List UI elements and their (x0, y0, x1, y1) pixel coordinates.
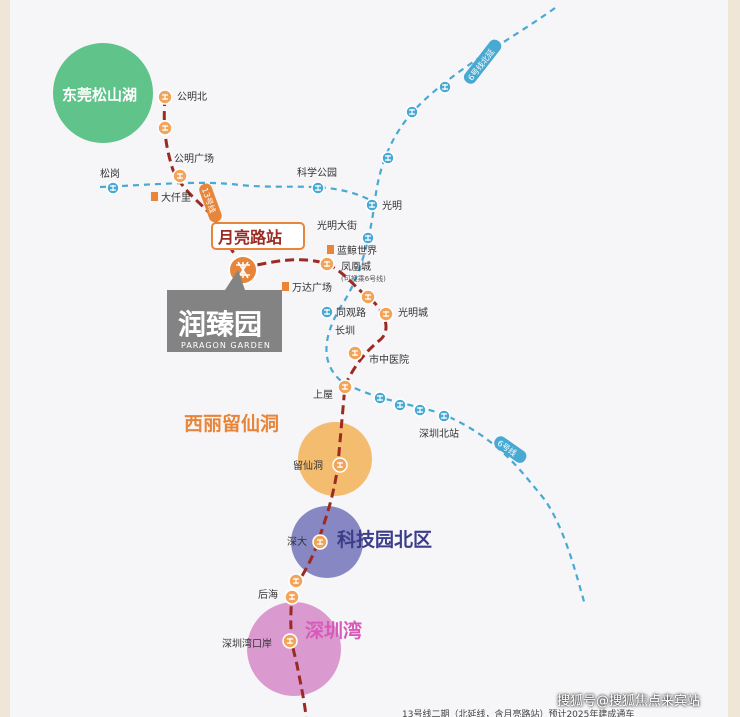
highlight-station-tag (211, 222, 305, 250)
metro-station-icon (381, 151, 395, 165)
watermark: 搜狐号@搜狐焦点来宾站 (557, 694, 701, 709)
xili-area-circle (298, 422, 372, 496)
line-label-badge (494, 436, 527, 463)
metro-station-icon (311, 181, 325, 195)
poi-building-icon (282, 282, 289, 291)
metro-station-icon (347, 345, 363, 361)
poi-label-fish-world: 蓝鲸世界 (337, 244, 377, 257)
station-label-liuxiandong: 留仙洞 (293, 459, 323, 472)
metro-station-icon (438, 80, 452, 94)
poi-building-icon (151, 192, 158, 201)
metro-station-icon (437, 409, 451, 423)
line6-dashed-track (325, 7, 587, 606)
metro-station-icon (393, 398, 407, 412)
metro-station-icon (157, 89, 173, 105)
metro-station-icon (284, 589, 300, 605)
station-label-guangming: 光明 (382, 199, 402, 212)
metro-station-icon (288, 573, 304, 589)
area-label-xili: 西丽留仙洞 (184, 412, 279, 435)
metro-station-icon (320, 305, 334, 319)
station-label-science-park: 科学公园 (297, 166, 337, 179)
station-note-fenghuang: (可换乘6号线) (341, 274, 386, 283)
station-label-hospital: 市中医院 (369, 353, 409, 366)
station-label-shenda: 深大 (287, 535, 307, 548)
metro-station-icon (337, 379, 353, 395)
station-label-guangming-street: 光明大街 (317, 219, 357, 232)
project-label-box (167, 290, 282, 352)
metro-station-icon (312, 534, 328, 550)
metro-station-icon (365, 198, 379, 212)
station-label-tongguan: 同观路 (336, 306, 366, 319)
metro-station-icon (106, 181, 120, 195)
project-name-cn: 润臻园 (178, 308, 262, 341)
poi-label-daqianli: 大仟里 (161, 191, 191, 204)
station-label-gongming-plaza: 公明广场 (174, 152, 214, 165)
metro-station-icon (157, 120, 173, 136)
bottom-note: 13号线二期（北延线，含月亮路站）预计2025年建成通车 (402, 710, 635, 717)
station-label-bay-port: 深圳湾口岸 (222, 637, 272, 650)
metro-station-icon (361, 231, 375, 245)
project-label-pointer (225, 270, 245, 290)
area-label-shenzhen-bay: 深圳湾 (305, 619, 362, 642)
poi-building-icon (327, 245, 334, 254)
station-label-guangmingcheng: 光明城 (398, 306, 428, 319)
highlight-station-label: 月亮路站 (217, 228, 282, 247)
project-name-en: PARAGON GARDEN (181, 341, 271, 350)
area-label-tech-park: 科技园北区 (337, 528, 432, 551)
station-label-gongmingbei: 公明北 (177, 91, 207, 103)
station-label-fenghuang: 凤凰城 (341, 261, 371, 273)
station-label-houhai: 后海 (258, 588, 278, 601)
line-label-badge (199, 183, 222, 223)
metro-station-icon (282, 633, 298, 649)
metro-station-icon (332, 457, 348, 473)
station-label-songgang: 松岗 (100, 167, 120, 180)
metro-station-icon (360, 289, 376, 305)
area-label-dongguan: 东莞松山湖 (62, 86, 137, 104)
station-label-shenzhenbei: 深圳北站 (419, 427, 459, 440)
line-label-badge (463, 39, 502, 84)
metro-station-icon (378, 306, 394, 322)
poi-label-wanda: 万达广场 (292, 281, 332, 294)
metro-station-icon (413, 403, 427, 417)
metro-station-icon (172, 168, 188, 184)
station-label-shangwu: 上屋 (313, 389, 333, 401)
station-label-changquan: 长圳 (335, 325, 355, 337)
metro-station-icon (319, 256, 335, 272)
dongguan-area-circle (53, 43, 153, 143)
line6-west-dashed-track (99, 181, 371, 201)
metro-station-icon (405, 105, 419, 119)
metro-station-icon (373, 391, 387, 405)
